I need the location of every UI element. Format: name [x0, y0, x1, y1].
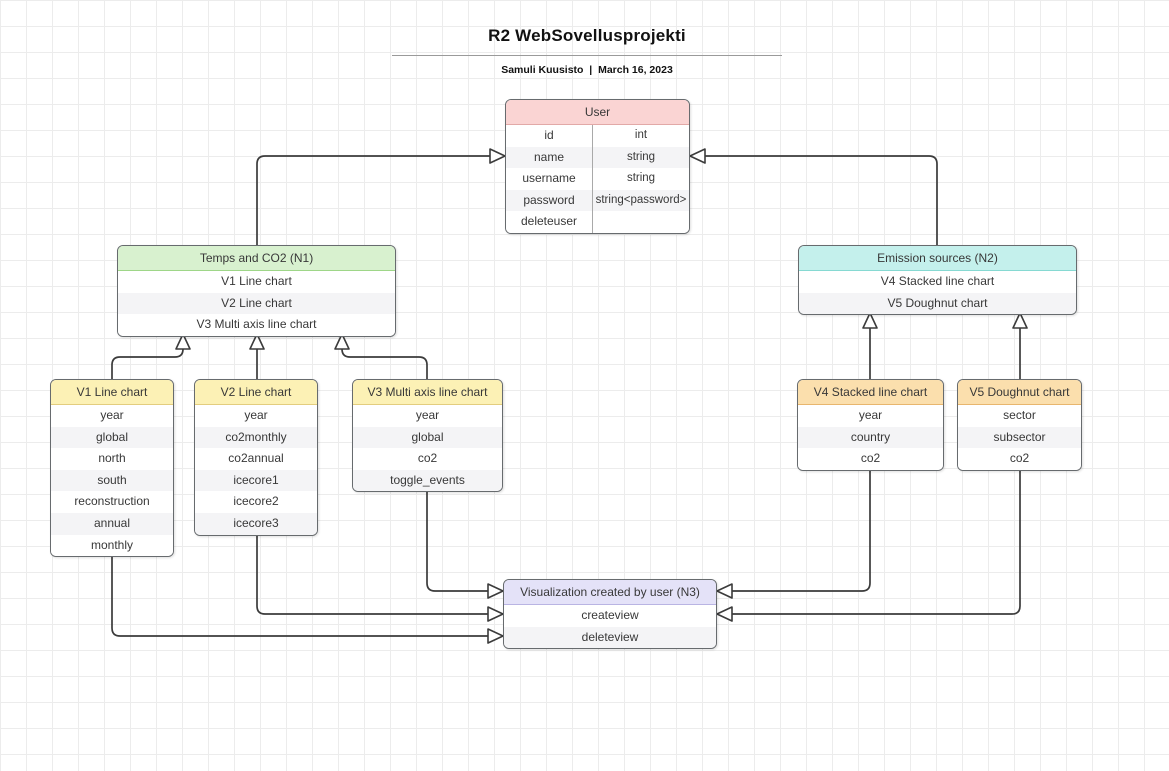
- table-row[interactable]: co2monthly: [195, 426, 317, 449]
- entity-user-header[interactable]: User: [506, 100, 689, 125]
- hollow-triangle-arrowhead: [862, 312, 878, 329]
- connector-v1-to-n1[interactable]: [111, 333, 191, 379]
- entity-user[interactable]: User id int name string username string …: [505, 99, 690, 234]
- connector-v4-to-n2[interactable]: [862, 312, 878, 379]
- table-row[interactable]: co2: [958, 448, 1081, 470]
- table-row[interactable]: reconstruction: [51, 491, 173, 513]
- table-row[interactable]: co2: [353, 448, 502, 470]
- table-row[interactable]: monthly: [51, 534, 173, 557]
- field-type: string: [626, 172, 656, 185]
- table-row[interactable]: country: [798, 426, 943, 449]
- field-type: string: [626, 150, 656, 163]
- table-row[interactable]: username string: [506, 168, 689, 190]
- table-row[interactable]: icecore1: [195, 469, 317, 492]
- hollow-triangle-arrowhead: [716, 606, 733, 622]
- table-row[interactable]: toggle_events: [353, 469, 502, 492]
- field-name: username: [506, 168, 593, 190]
- entity-v3-multi-axis-line-chart[interactable]: V3 Multi axis line chart year global co2…: [352, 379, 503, 493]
- hollow-triangle-arrowhead: [175, 333, 191, 350]
- table-row[interactable]: V5 Doughnut chart: [799, 292, 1076, 315]
- table-row[interactable]: V4 Stacked line chart: [799, 271, 1076, 293]
- field-name: id: [506, 125, 593, 147]
- table-row[interactable]: V3 Multi axis line chart: [118, 314, 395, 336]
- entity-v2-line-chart[interactable]: V2 Line chart year co2monthly co2annual …: [194, 379, 318, 536]
- entity-v2-header[interactable]: V2 Line chart: [195, 380, 317, 405]
- hollow-triangle-arrowhead: [489, 148, 506, 164]
- connector-v3-to-n3[interactable]: [426, 491, 504, 599]
- table-row[interactable]: global: [353, 426, 502, 449]
- table-row[interactable]: annual: [51, 512, 173, 535]
- table-row[interactable]: north: [51, 448, 173, 470]
- field-type: [593, 211, 689, 233]
- table-row[interactable]: year: [51, 405, 173, 427]
- entity-n3-header[interactable]: Visualization created by user (N3): [504, 580, 716, 605]
- hollow-triangle-arrowhead: [689, 148, 706, 164]
- hollow-triangle-arrowhead: [487, 606, 504, 622]
- table-row[interactable]: icecore2: [195, 491, 317, 513]
- connector-v4-to-n3[interactable]: [716, 467, 871, 599]
- table-row[interactable]: id int: [506, 125, 689, 147]
- entity-n1-temps-co2[interactable]: Temps and CO2 (N1) V1 Line chart V2 Line…: [117, 245, 396, 337]
- page-title: R2 WebSovellusprojekti: [488, 26, 686, 45]
- entity-n2-header[interactable]: Emission sources (N2): [799, 246, 1076, 271]
- table-row[interactable]: year: [353, 405, 502, 427]
- table-row[interactable]: year: [195, 405, 317, 427]
- table-row[interactable]: subsector: [958, 426, 1081, 449]
- hollow-triangle-arrowhead: [716, 583, 733, 599]
- table-row[interactable]: south: [51, 469, 173, 492]
- table-row[interactable]: name string: [506, 146, 689, 169]
- connector-v5-to-n3[interactable]: [716, 467, 1021, 622]
- connector-v5-to-n2[interactable]: [1012, 312, 1028, 379]
- field-type: string<password>: [595, 193, 687, 206]
- table-row[interactable]: year: [798, 405, 943, 427]
- table-row[interactable]: sector: [958, 405, 1081, 427]
- page-subtitle: Samuli Kuusisto | March 16, 2023: [501, 64, 673, 76]
- table-row[interactable]: deleteuser: [506, 211, 689, 233]
- connector-v2-to-n1[interactable]: [249, 333, 265, 379]
- entity-v4-stacked-line-chart[interactable]: V4 Stacked line chart year country co2: [797, 379, 944, 471]
- entity-v5-header[interactable]: V5 Doughnut chart: [958, 380, 1081, 405]
- entity-v5-doughnut-chart[interactable]: V5 Doughnut chart sector subsector co2: [957, 379, 1082, 471]
- connector-v3-to-n1[interactable]: [334, 333, 428, 379]
- table-row[interactable]: co2: [798, 448, 943, 470]
- hollow-triangle-arrowhead: [487, 628, 504, 644]
- connector-n2-to-user[interactable]: [689, 148, 938, 245]
- connector-v1-to-n3[interactable]: [111, 554, 504, 644]
- table-row[interactable]: V1 Line chart: [118, 271, 395, 293]
- entity-v1-line-chart[interactable]: V1 Line chart year global north south re…: [50, 379, 174, 558]
- table-row[interactable]: createview: [504, 605, 716, 627]
- hollow-triangle-arrowhead: [334, 333, 350, 350]
- entity-n1-header[interactable]: Temps and CO2 (N1): [118, 246, 395, 271]
- entity-v1-header[interactable]: V1 Line chart: [51, 380, 173, 405]
- field-type: int: [634, 129, 648, 141]
- field-name: password: [506, 189, 593, 212]
- table-row[interactable]: icecore3: [195, 512, 317, 535]
- entity-n2-emission-sources[interactable]: Emission sources (N2) V4 Stacked line ch…: [798, 245, 1077, 316]
- entity-v3-header[interactable]: V3 Multi axis line chart: [353, 380, 502, 405]
- title-block[interactable]: R2 WebSovellusprojekti Samuli Kuusisto |…: [392, 26, 782, 76]
- table-row[interactable]: co2annual: [195, 448, 317, 470]
- entity-v4-header[interactable]: V4 Stacked line chart: [798, 380, 943, 405]
- table-row[interactable]: global: [51, 426, 173, 449]
- connector-v2-to-n3[interactable]: [256, 532, 504, 622]
- field-name: name: [506, 146, 593, 169]
- connector-n1-to-user[interactable]: [256, 148, 506, 245]
- field-name: deleteuser: [506, 211, 593, 233]
- table-row[interactable]: deleteview: [504, 626, 716, 649]
- title-divider: [392, 55, 782, 56]
- hollow-triangle-arrowhead: [487, 583, 504, 599]
- table-row[interactable]: V2 Line chart: [118, 292, 395, 315]
- hollow-triangle-arrowhead: [249, 333, 265, 350]
- entity-n3-visualization[interactable]: Visualization created by user (N3) creat…: [503, 579, 717, 650]
- table-row[interactable]: password string<password>: [506, 189, 689, 212]
- hollow-triangle-arrowhead: [1012, 312, 1028, 329]
